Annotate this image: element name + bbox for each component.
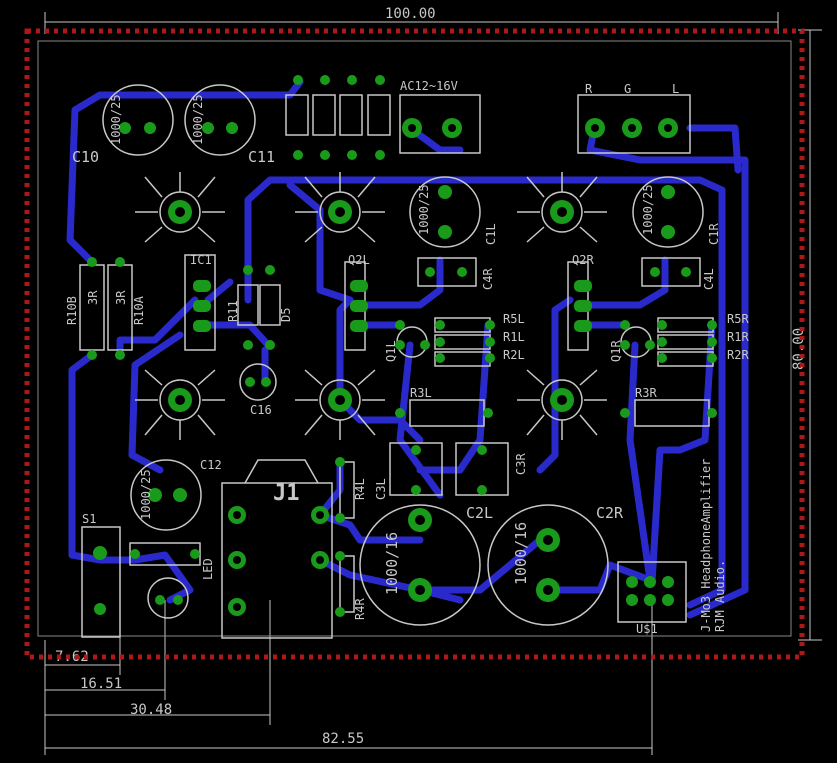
label-q2l: Q2L xyxy=(348,253,370,267)
label-r5r: R5R xyxy=(727,312,749,326)
board-title-line1: J-Mo3 HeadphoneAmplifier xyxy=(699,459,713,632)
label-r11: R11 xyxy=(226,300,240,322)
label-ic1: IC1 xyxy=(190,253,212,267)
label-r10a: R10A xyxy=(132,295,146,325)
label-d5: D5 xyxy=(279,308,293,322)
pad-holes xyxy=(175,124,672,611)
label-cap-c12: 1000/25 xyxy=(139,469,153,520)
label-cap-c10: 1000/25 xyxy=(109,94,123,145)
label-r2r: R2R xyxy=(727,348,749,362)
label-r4r: R4R xyxy=(353,598,367,620)
label-g: G xyxy=(624,82,631,96)
copper-traces xyxy=(66,78,749,619)
label-res-val-b: 3R xyxy=(114,290,128,305)
label-q2r: Q2R xyxy=(572,253,594,267)
label-c11: C11 xyxy=(248,148,275,166)
label-c2l: C2L xyxy=(466,504,493,522)
label-cap-c2r: 1000/16 xyxy=(512,522,530,585)
label-r1r: R1R xyxy=(727,330,749,344)
label-c4l: C4L xyxy=(702,268,716,290)
label-c4r: C4R xyxy=(481,268,495,290)
label-r3l: R3L xyxy=(410,386,432,400)
label-c2r: C2R xyxy=(596,504,624,522)
label-c12: C12 xyxy=(200,458,222,472)
dim-d2: 16.51 xyxy=(80,676,122,692)
label-c16: C16 xyxy=(250,403,272,417)
dim-width-top: 100.00 xyxy=(385,6,436,22)
label-r3r: R3R xyxy=(635,386,657,400)
label-q1l: Q1L xyxy=(384,340,398,362)
label-c1l: C1L xyxy=(484,223,498,245)
label-q1r: Q1R xyxy=(609,340,623,362)
dim-height-right: 80.00 xyxy=(791,328,807,370)
label-ac: AC12~16V xyxy=(400,79,458,93)
dim-d4: 82.55 xyxy=(322,731,364,747)
label-r2l: R2L xyxy=(503,348,525,362)
label-c3l: C3L xyxy=(374,478,388,500)
dim-d3: 30.48 xyxy=(130,702,172,718)
label-r10b: R10B xyxy=(65,296,79,325)
label-r: R xyxy=(585,82,593,96)
label-c3r: C3R xyxy=(514,453,528,475)
label-r1l: R1L xyxy=(503,330,525,344)
board-outline xyxy=(24,28,805,660)
label-cap-c11: 1000/25 xyxy=(191,94,205,145)
label-res-val-a: 3R xyxy=(86,290,100,305)
label-j1: J1 xyxy=(273,481,300,506)
board-edge xyxy=(37,40,792,637)
label-led: LED xyxy=(201,558,215,580)
board-title-line2: RJM Audio. xyxy=(713,560,727,632)
heatsinks xyxy=(135,172,607,440)
label-cap-c2l: 1000/16 xyxy=(383,532,401,595)
label-u1: U$1 xyxy=(636,622,658,636)
label-r5l: R5L xyxy=(503,312,525,326)
dim-d1: 7.62 xyxy=(55,649,89,665)
label-l: L xyxy=(672,82,679,96)
label-c10: C10 xyxy=(72,148,99,166)
label-r4l: R4L xyxy=(353,478,367,500)
label-cap-c1l: 1000/25 xyxy=(417,184,431,235)
label-s1: S1 xyxy=(82,512,96,526)
label-c1r: C1R xyxy=(707,223,721,245)
label-cap-c1r: 1000/25 xyxy=(641,184,655,235)
